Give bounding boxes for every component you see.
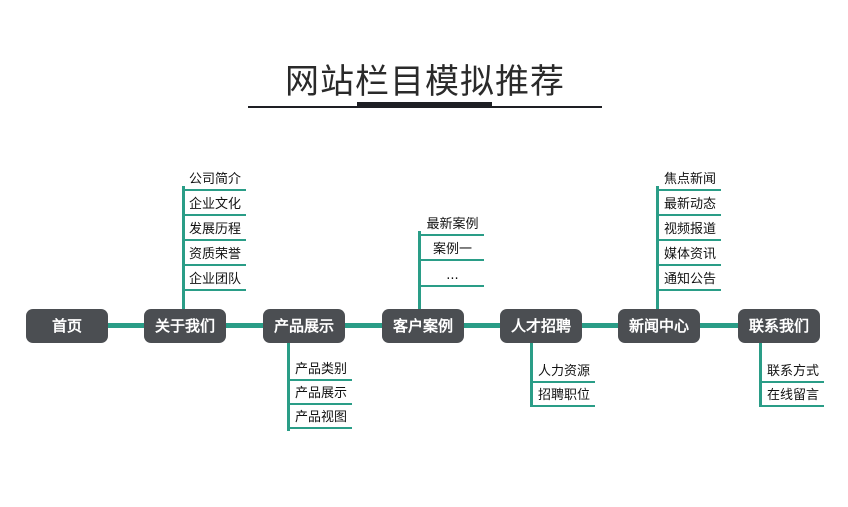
sub-cases-1[interactable]: 最新案例 (421, 215, 484, 236)
connector-news (656, 186, 659, 311)
title-accent-bar (357, 102, 492, 108)
sub-jobs-1[interactable]: 人力资源 (533, 362, 595, 383)
node-news[interactable]: 新闻中心 (618, 309, 700, 343)
sub-about-1[interactable]: 公司简介 (184, 170, 246, 191)
node-cases[interactable]: 客户案例 (382, 309, 464, 343)
sub-about-3[interactable]: 发展历程 (184, 220, 246, 241)
sub-about-2[interactable]: 企业文化 (184, 195, 246, 216)
connector-jobs (530, 341, 533, 407)
node-jobs[interactable]: 人才招聘 (500, 309, 582, 343)
sub-jobs-2[interactable]: 招聘职位 (533, 386, 595, 407)
sub-news-1[interactable]: 焦点新闻 (659, 170, 721, 191)
sub-cases-3[interactable]: ... (421, 266, 484, 287)
connector-contact (759, 341, 762, 407)
node-products[interactable]: 产品展示 (263, 309, 345, 343)
sub-about-4[interactable]: 资质荣誉 (184, 245, 246, 266)
connector-about (182, 186, 185, 311)
connector-cases (418, 231, 421, 311)
sub-news-5[interactable]: 通知公告 (659, 270, 721, 291)
sub-cases-2[interactable]: 案例一 (421, 240, 484, 261)
sub-contact-1[interactable]: 联系方式 (762, 362, 824, 383)
sub-news-2[interactable]: 最新动态 (659, 195, 721, 216)
sub-news-4[interactable]: 媒体资讯 (659, 245, 721, 266)
page-title: 网站栏目模拟推荐 (285, 62, 565, 102)
connector-products (287, 341, 290, 431)
sub-about-5[interactable]: 企业团队 (184, 270, 246, 291)
sub-products-3[interactable]: 产品视图 (290, 408, 352, 429)
node-about[interactable]: 关于我们 (144, 309, 226, 343)
node-contact[interactable]: 联系我们 (738, 309, 820, 343)
sub-products-1[interactable]: 产品类别 (290, 360, 352, 381)
sub-contact-2[interactable]: 在线留言 (762, 386, 824, 407)
sub-news-3[interactable]: 视频报道 (659, 220, 721, 241)
node-home[interactable]: 首页 (26, 309, 108, 343)
sub-products-2[interactable]: 产品展示 (290, 384, 352, 405)
